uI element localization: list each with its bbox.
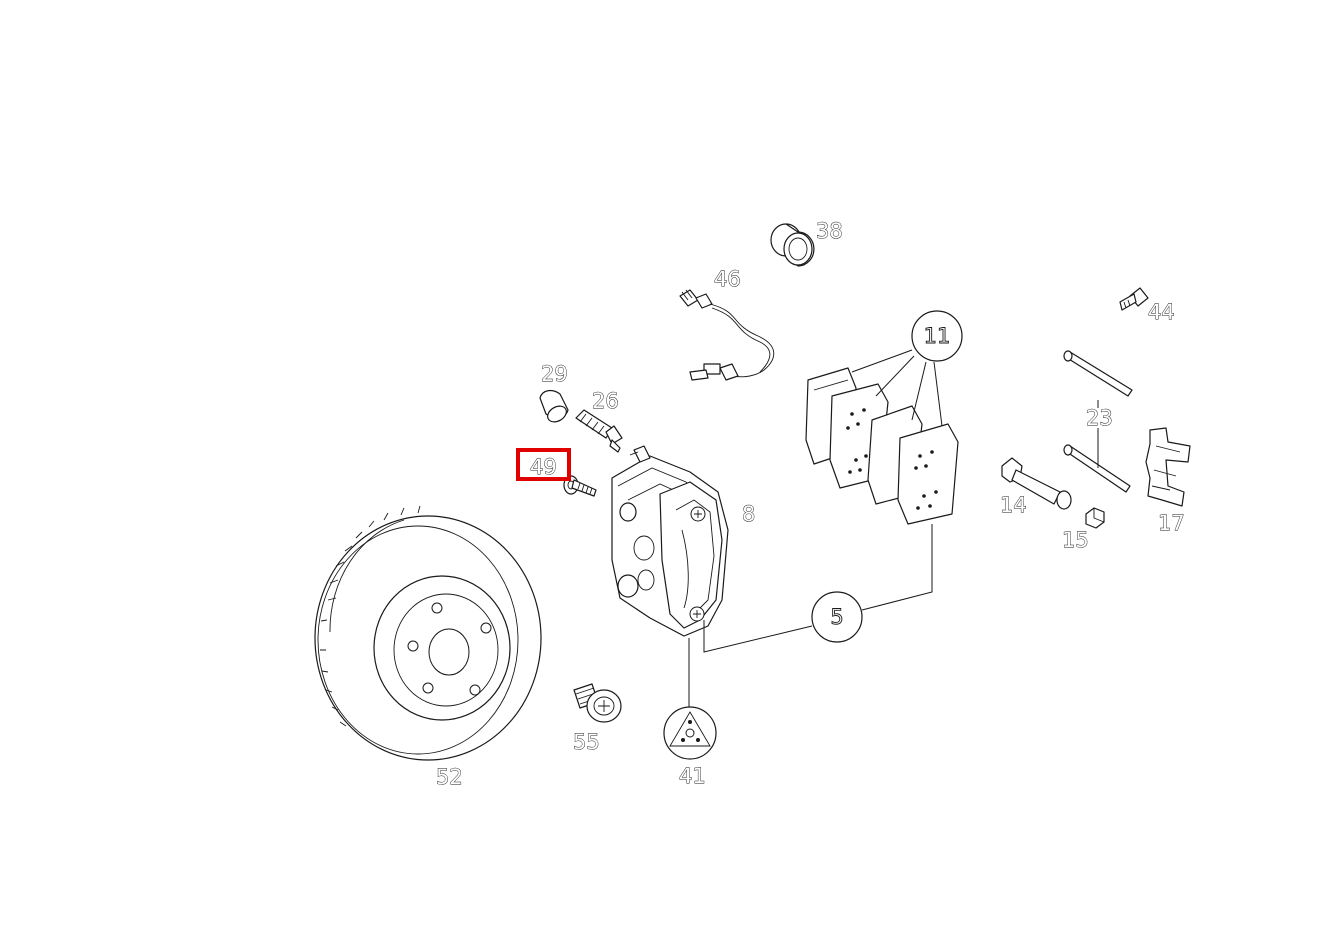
disc-screw-part[interactable] [573, 683, 622, 723]
label-52[interactable]: 52 [436, 765, 464, 790]
spring-clip-part[interactable] [1145, 427, 1191, 507]
label-15[interactable]: 15 [1062, 528, 1090, 553]
label-8[interactable]: 8 [742, 502, 756, 527]
label-44[interactable]: 44 [1148, 300, 1176, 325]
callout-11-label: 11 [924, 324, 951, 348]
dust-cap-part[interactable] [539, 389, 569, 426]
seal-plate-part[interactable] [663, 706, 717, 760]
label-26[interactable]: 26 [592, 389, 620, 414]
label-49[interactable]: 49 [530, 455, 558, 480]
callout-5-label: 5 [830, 605, 843, 629]
label-55[interactable]: 55 [573, 730, 601, 755]
brake-caliper-part[interactable] [611, 445, 729, 637]
bleed-screw-part[interactable] [575, 409, 623, 453]
brake-disc-part[interactable] [314, 505, 542, 761]
wear-sensor-part[interactable] [679, 289, 775, 381]
label-23[interactable]: 23 [1086, 406, 1114, 431]
spring-bolt-part[interactable] [1001, 457, 1072, 510]
small-nut-part[interactable] [1085, 507, 1105, 529]
guide-pin-upper-part[interactable] [1063, 350, 1133, 397]
brake-pads-part[interactable] [805, 367, 959, 525]
label-17[interactable]: 17 [1158, 511, 1186, 536]
seal-ring-part[interactable] [770, 223, 815, 267]
label-41[interactable]: 41 [679, 764, 707, 789]
label-38[interactable]: 38 [816, 219, 844, 244]
label-29[interactable]: 29 [541, 362, 569, 387]
highlight-box [516, 448, 571, 481]
callout-5[interactable]: 5 [703, 524, 933, 653]
label-46[interactable]: 46 [714, 267, 742, 292]
callout-11[interactable]: 11 [851, 310, 963, 427]
guide-pin-lower-part[interactable] [1063, 444, 1131, 493]
label-14[interactable]: 14 [1000, 493, 1028, 518]
small-bolt-part[interactable] [1119, 287, 1149, 311]
